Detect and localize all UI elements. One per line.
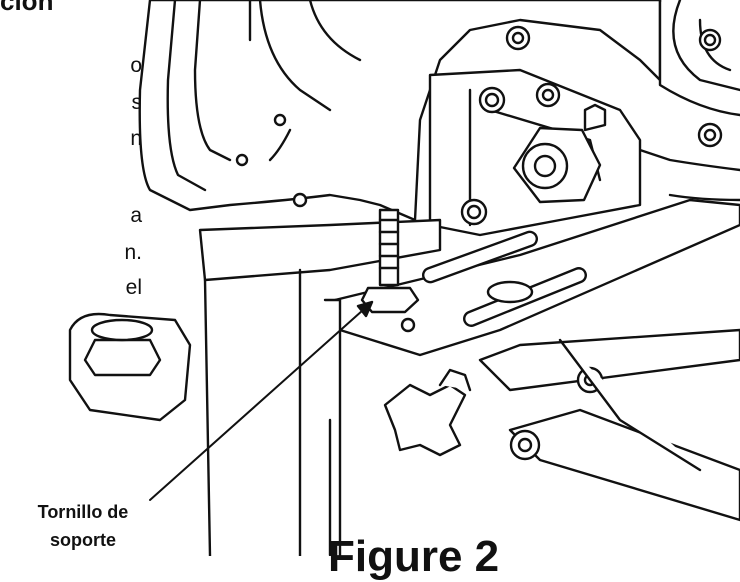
callout-arrowhead bbox=[356, 300, 374, 318]
upper-frame-casting bbox=[138, 0, 662, 222]
callout-label: Tornillo de soporte bbox=[18, 498, 148, 554]
tension-linkage bbox=[478, 328, 740, 522]
section-heading-fragment: ción bbox=[0, 0, 54, 16]
lock-nut bbox=[68, 312, 192, 422]
star-knob bbox=[383, 368, 472, 457]
figure-caption: Figure 2 bbox=[328, 532, 500, 581]
bandsaw-assembly-illustration bbox=[68, 0, 740, 556]
callout-label-line1: Tornillo de bbox=[37, 502, 129, 522]
bearing-hex-nut bbox=[512, 103, 607, 204]
callout-leader-line bbox=[149, 301, 373, 501]
body-text-line-5: n. bbox=[124, 241, 142, 264]
body-text-line-6: el bbox=[125, 276, 142, 299]
support-screw bbox=[360, 208, 420, 314]
body-text-line-1: o bbox=[130, 54, 142, 77]
body-text-line-3: n bbox=[130, 127, 142, 150]
body-text-line-4: a bbox=[130, 204, 142, 227]
callout-label-line2: soporte bbox=[49, 530, 116, 550]
body-text-line-2: s bbox=[131, 91, 143, 114]
slotted-guide-plate bbox=[333, 198, 740, 357]
vertical-column bbox=[198, 218, 442, 556]
